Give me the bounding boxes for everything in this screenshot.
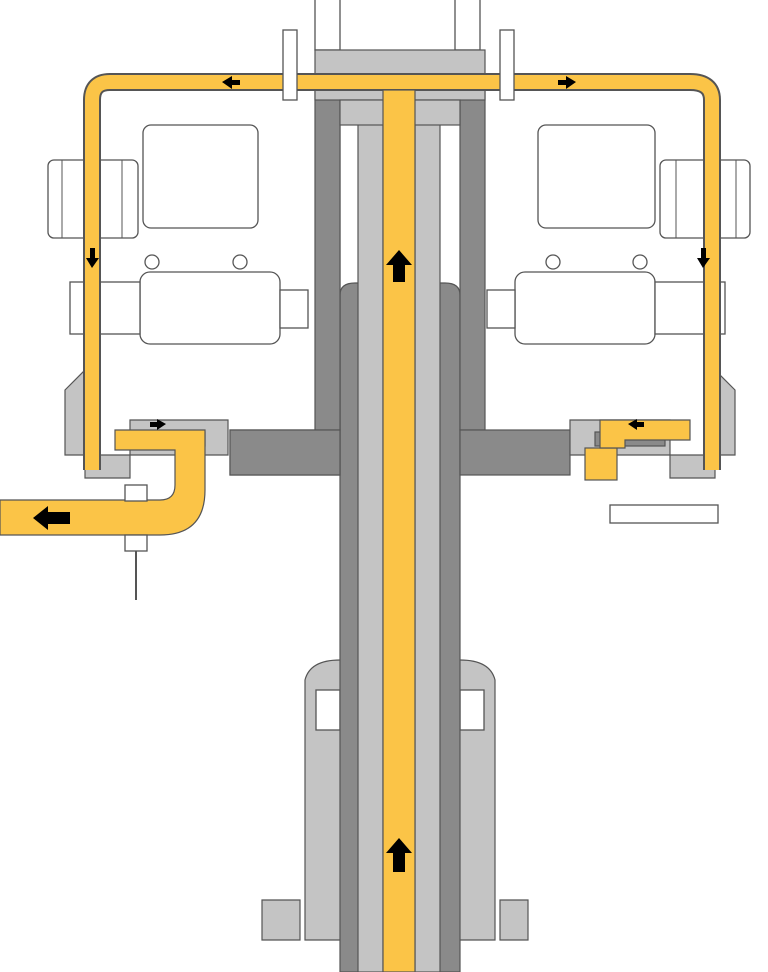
arrow-left-icon <box>33 506 70 530</box>
lower-right-housing <box>454 659 529 941</box>
left-cylinder <box>69 254 309 345</box>
right-motor-box <box>537 124 751 239</box>
lower-left-housing <box>261 659 346 941</box>
arrow-left-icon <box>628 419 644 430</box>
right-cylinder <box>486 254 726 345</box>
arrow-down-icon <box>86 248 99 268</box>
left-motor-box <box>47 124 259 239</box>
arrow-right-icon <box>150 419 166 430</box>
arrow-right-icon <box>558 76 576 89</box>
arrow-up-icon <box>386 250 412 282</box>
arrow-left-icon <box>222 76 240 89</box>
top-shaft-outline <box>314 0 481 51</box>
arrow-down-icon <box>697 248 710 268</box>
flow-arrows <box>33 76 710 872</box>
central-column <box>229 49 571 972</box>
arrow-up-icon <box>386 838 412 872</box>
fittings <box>124 29 515 600</box>
flow-path <box>0 73 721 972</box>
